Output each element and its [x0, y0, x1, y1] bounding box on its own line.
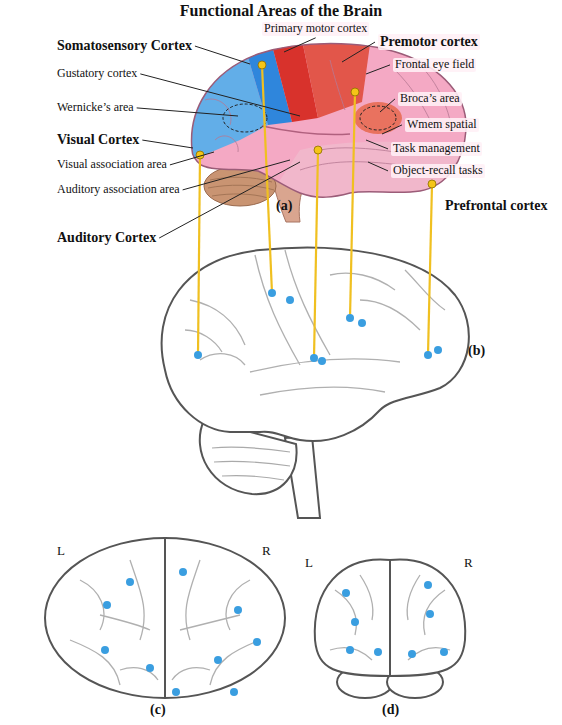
hemisphere-label: R	[464, 556, 473, 571]
region-heading: Auditory Cortex	[57, 230, 156, 246]
leader-line	[142, 140, 193, 148]
leader-line	[342, 42, 375, 62]
hemisphere-label: L	[305, 556, 313, 571]
figure-title: Functional Areas of the Brain	[0, 2, 562, 20]
region-heading: Visual Cortex	[57, 132, 139, 148]
leader-line	[170, 152, 214, 165]
panel-label: (d)	[382, 702, 399, 718]
leader-line	[380, 99, 395, 112]
leader-line	[159, 162, 300, 238]
region-label: Visual association area	[57, 158, 167, 172]
leader-line	[183, 160, 290, 190]
region-label: Auditory association area	[57, 183, 180, 197]
leader-line	[382, 125, 402, 134]
hemisphere-label: R	[262, 544, 271, 559]
region-heading: Prefrontal cortex	[445, 198, 548, 214]
panel-label: (b)	[468, 343, 485, 359]
panel-label: (a)	[276, 198, 292, 214]
region-label: Wernicke’s area	[57, 101, 134, 115]
leader-line	[195, 46, 250, 64]
leader-line	[368, 162, 388, 171]
leader-line	[284, 38, 316, 52]
leader-line	[366, 65, 390, 74]
region-label: Broca’s area	[398, 92, 462, 106]
hemisphere-label: L	[57, 544, 65, 559]
region-label: Primary motor cortex	[262, 22, 369, 36]
region-label: Task management	[391, 142, 482, 156]
leader-line	[137, 108, 238, 116]
region-heading: Premotor cortex	[378, 34, 480, 50]
region-label: Wmem spatial	[405, 118, 479, 132]
region-label: Gustatory cortex	[57, 67, 137, 81]
leader-line	[366, 140, 388, 149]
panel-label: (c)	[150, 702, 166, 718]
region-heading: Somatosensory Cortex	[57, 38, 192, 54]
region-label: Object-recall tasks	[391, 164, 485, 178]
region-label: Frontal eye field	[393, 58, 476, 72]
